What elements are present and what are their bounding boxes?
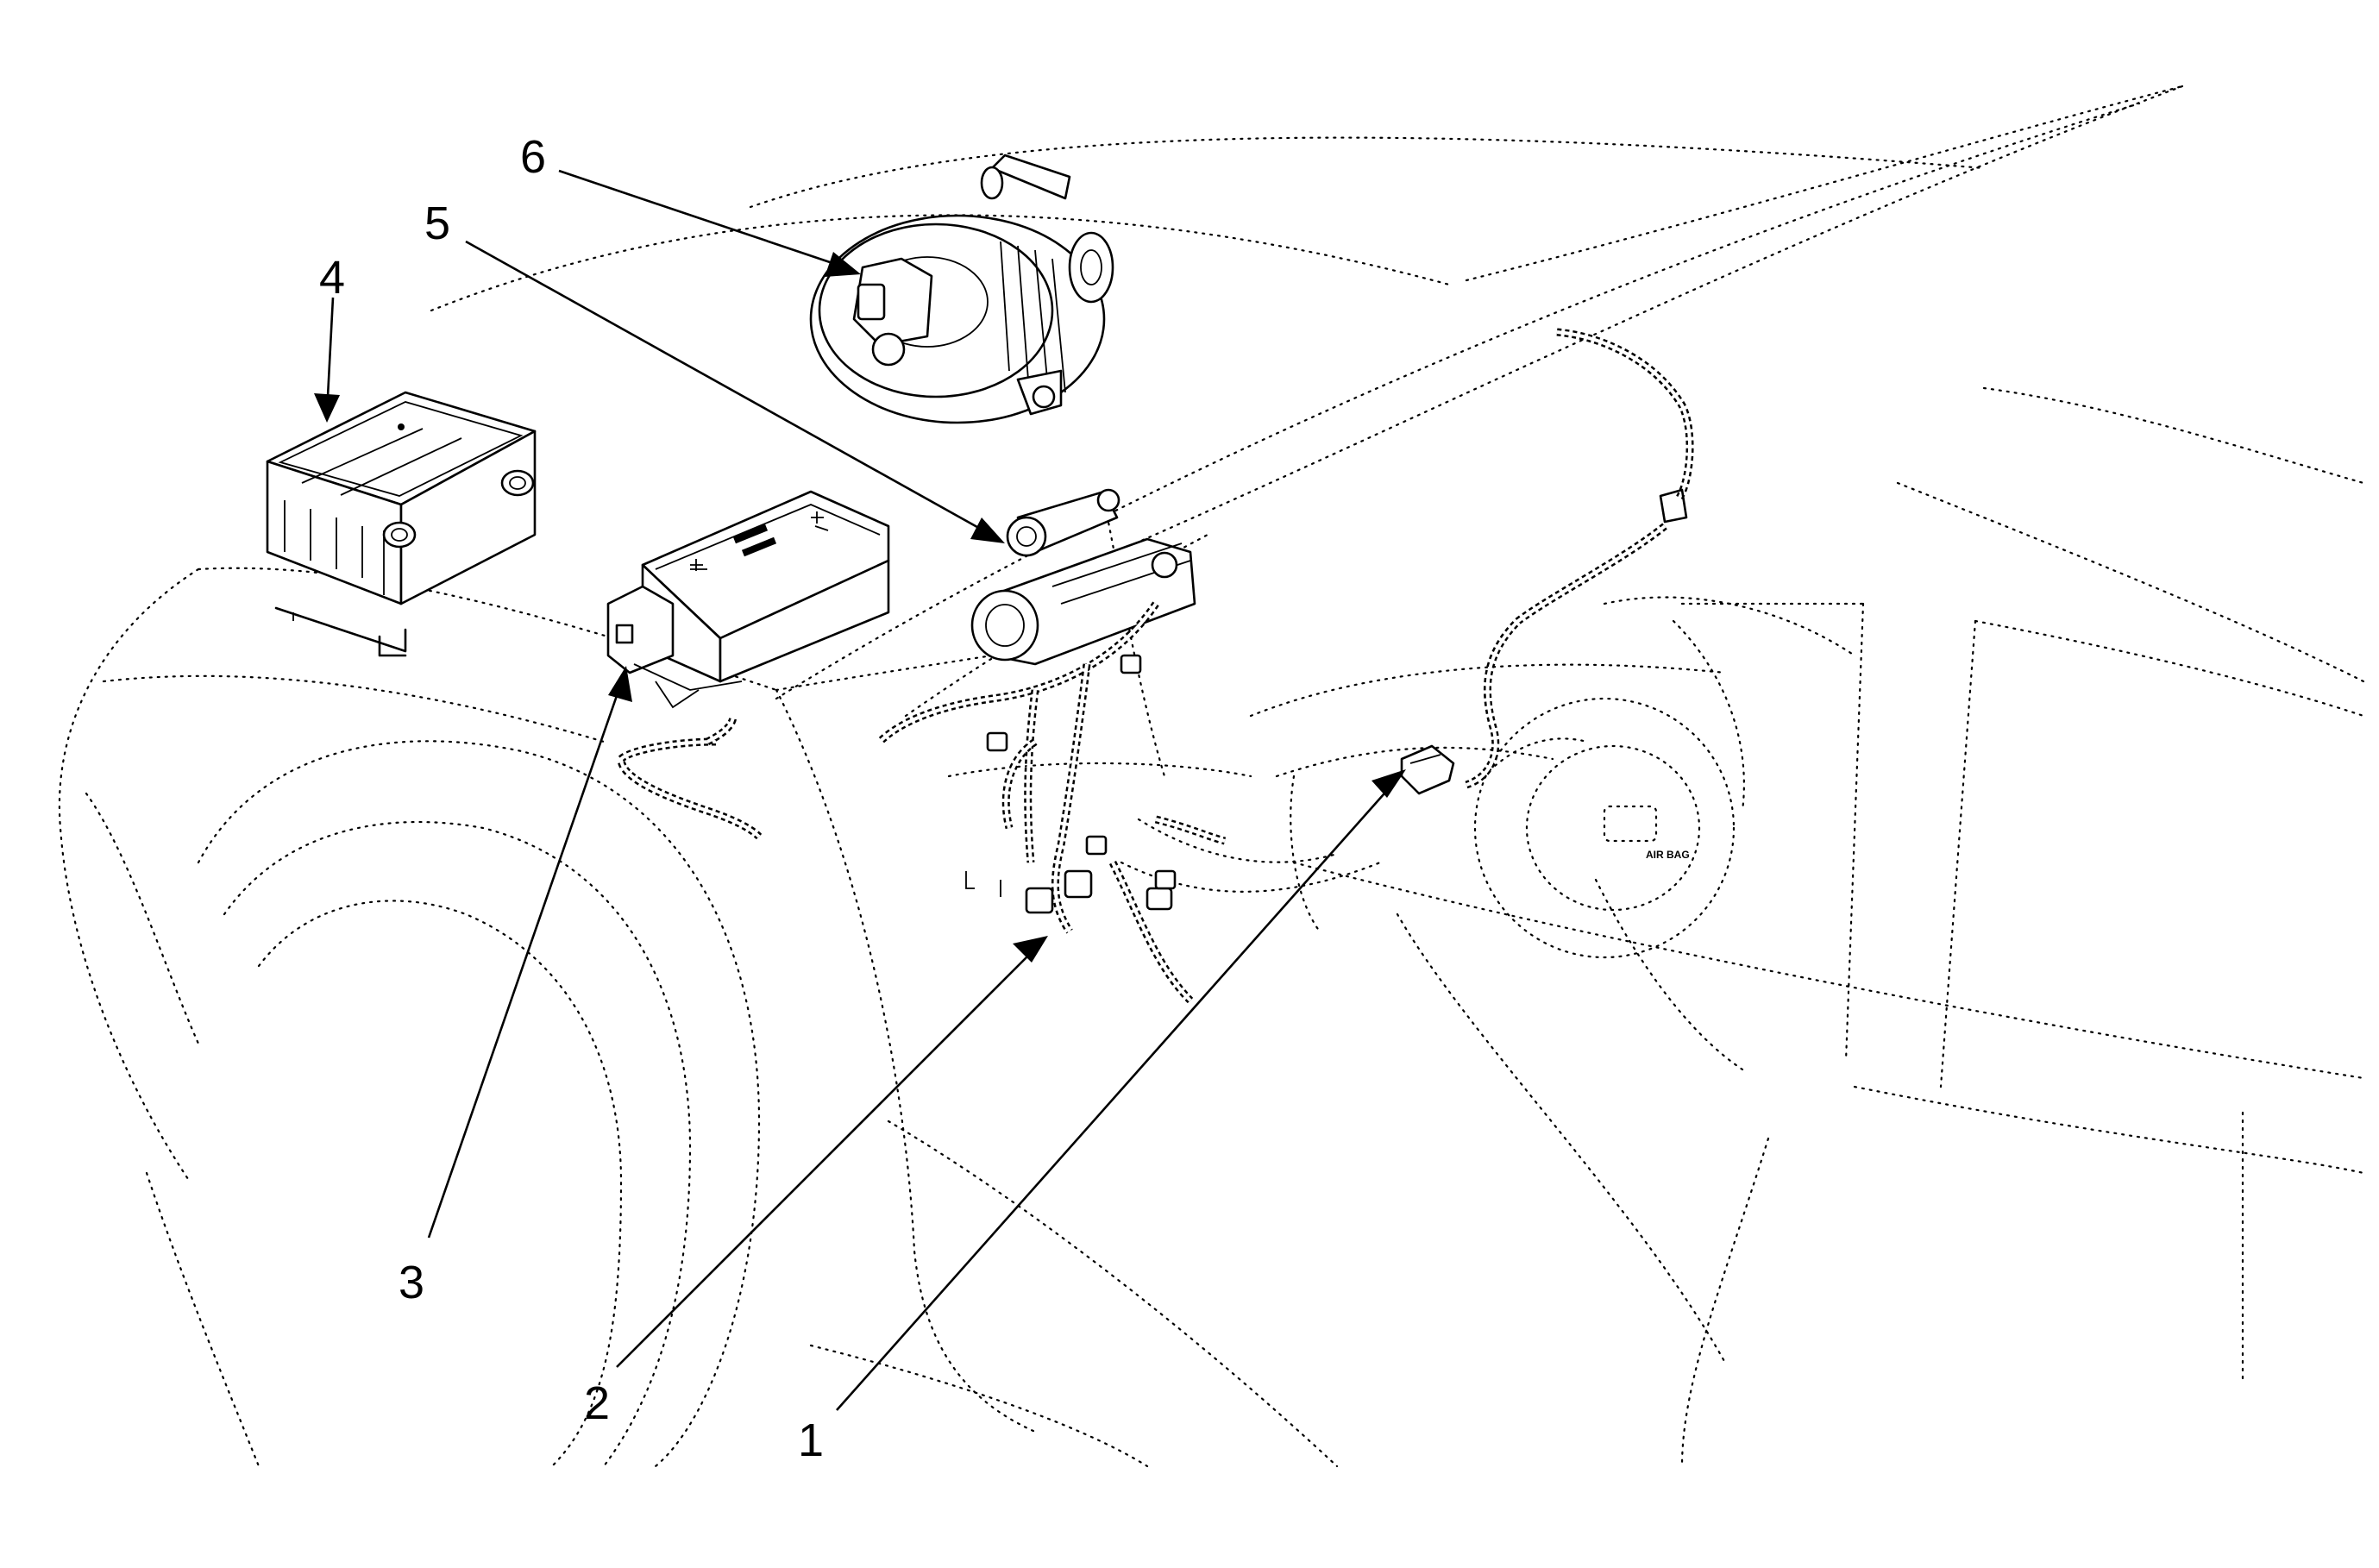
callout-2: 2	[584, 1377, 610, 1429]
steering-wheel-airbag-text: AIR BAG	[1646, 849, 1690, 861]
generator	[809, 154, 1114, 424]
fuse-block	[606, 490, 890, 709]
callout-labels: 1 2 3 4 5 6	[319, 131, 824, 1466]
callout-3: 3	[399, 1257, 424, 1308]
callout-4: 4	[319, 252, 345, 304]
steering-wheel: AIR BAG	[1473, 697, 1736, 959]
callout-6: 6	[520, 131, 546, 183]
leader-lines	[314, 169, 1406, 1411]
starter	[970, 488, 1196, 666]
wiring-harness	[617, 328, 1694, 1004]
battery	[266, 391, 537, 657]
callout-1: 1	[798, 1414, 824, 1466]
callout-5: 5	[424, 198, 450, 249]
